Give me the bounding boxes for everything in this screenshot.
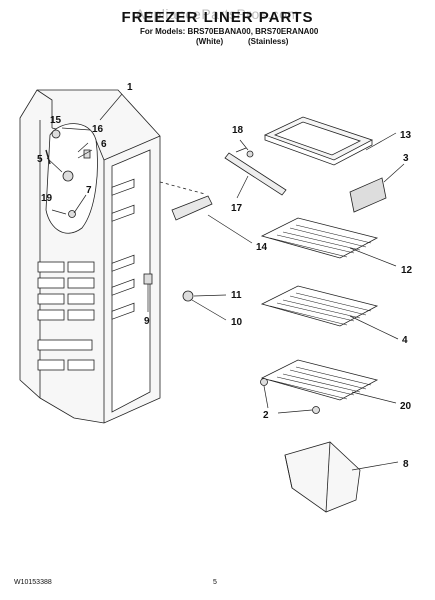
callout-labels: 1 15 16 6 5 7 19 18 17 13 3 14 12 11 10 … bbox=[37, 82, 413, 470]
callout-15: 15 bbox=[50, 115, 62, 126]
part-14-drawing bbox=[171, 195, 213, 221]
callout-10: 10 bbox=[231, 317, 243, 328]
callout-8: 8 bbox=[403, 459, 409, 470]
part-12-wire-shelf-drawing bbox=[260, 217, 379, 259]
models-line: For Models: BRS70EBANA00, BRS70ERANA00 bbox=[140, 27, 319, 36]
watermark: AppliancePartsPros.com bbox=[135, 6, 300, 22]
callout-20: 20 bbox=[400, 401, 412, 412]
callout-14: 14 bbox=[256, 242, 268, 253]
callout-16: 16 bbox=[92, 124, 104, 135]
callout-5: 5 bbox=[37, 154, 43, 165]
part-4-wire-shelf-drawing bbox=[260, 285, 379, 327]
callout-12: 12 bbox=[401, 265, 413, 276]
callout-19: 19 bbox=[41, 193, 53, 204]
callout-3: 3 bbox=[403, 153, 409, 164]
part-8-bin-drawing bbox=[284, 441, 361, 513]
callout-13: 13 bbox=[400, 130, 412, 141]
callout-9: 9 bbox=[144, 316, 150, 327]
callout-6: 6 bbox=[101, 139, 107, 150]
callout-4: 4 bbox=[402, 335, 408, 346]
callout-17: 17 bbox=[231, 203, 243, 214]
part-13-shelf-drawing bbox=[263, 116, 374, 166]
callout-1: 1 bbox=[127, 82, 133, 93]
variant-stainless: (Stainless) bbox=[248, 37, 289, 46]
callout-18: 18 bbox=[232, 125, 244, 136]
part-3-drawing bbox=[349, 177, 387, 213]
variant-white: (White) bbox=[196, 37, 224, 46]
freezer-liner-drawing bbox=[19, 89, 161, 424]
page-number: 5 bbox=[213, 579, 217, 586]
part-17-rail-drawing bbox=[224, 147, 287, 196]
part-11-drawing bbox=[182, 290, 194, 302]
callout-11: 11 bbox=[231, 290, 242, 301]
part-20-wire-shelf-drawing bbox=[260, 359, 379, 414]
doc-number: W10153388 bbox=[14, 579, 52, 586]
page-title: FREEZER LINER PARTS bbox=[121, 9, 314, 26]
callout-2: 2 bbox=[263, 410, 269, 421]
callout-7: 7 bbox=[86, 185, 92, 196]
